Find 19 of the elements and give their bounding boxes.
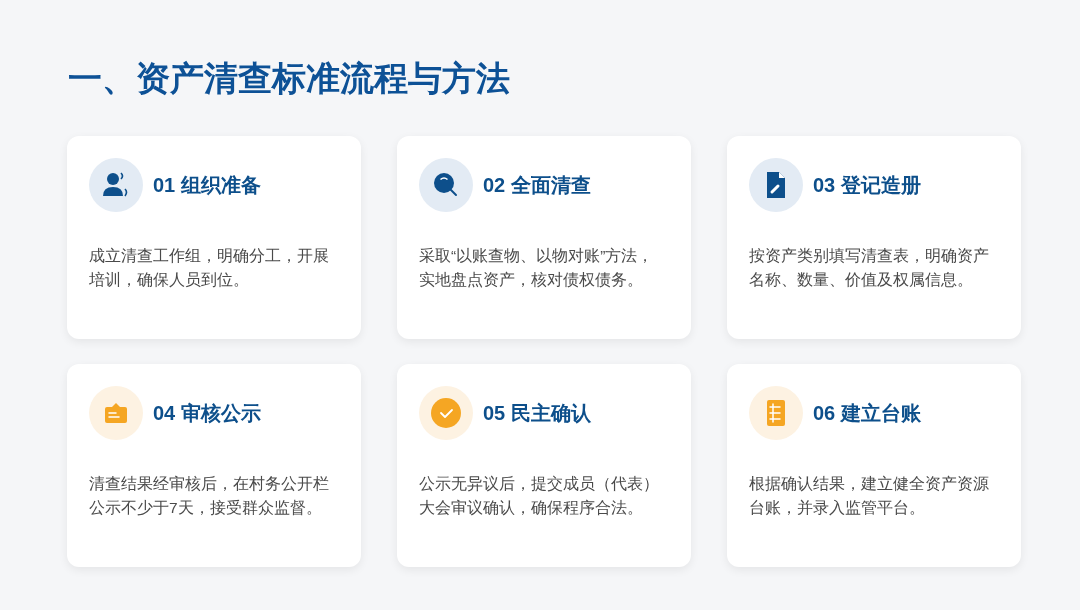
step-description: 采取“以账查物、以物对账”方法，实地盘点资产，核对债权债务。 [419, 246, 655, 290]
step-title: 04 审核公示 [153, 401, 261, 426]
step-title: 01 组织准备 [153, 173, 261, 198]
step-title: 03 登记造册 [813, 173, 921, 198]
step-description: 公示无异议后，提交成员（代表）大会审议确认，确保程序合法。 [419, 474, 659, 518]
step-card [397, 136, 691, 339]
step-description: 按资产类别填写清查表，明确资产名称、数量、价值及权属信息。 [749, 246, 989, 290]
step-title: 02 全面清查 [483, 173, 591, 198]
step-title: 06 建立台账 [813, 401, 921, 426]
step-card [67, 364, 361, 567]
step-card [727, 136, 1021, 339]
page-title: 一、资产清查标准流程与方法 [68, 58, 510, 99]
step-description: 根据确认结果，建立健全资产资源台账，并录入监管平台。 [749, 474, 989, 518]
step-card [727, 364, 1021, 567]
step-title: 05 民主确认 [483, 401, 591, 426]
step-description: 清查结果经审核后，在村务公开栏公示不少于7天，接受群众监督。 [89, 474, 329, 518]
step-description: 成立清查工作组，明确分工，开展培训，确保人员到位。 [89, 246, 329, 290]
step-card [397, 364, 691, 567]
step-card [67, 136, 361, 339]
